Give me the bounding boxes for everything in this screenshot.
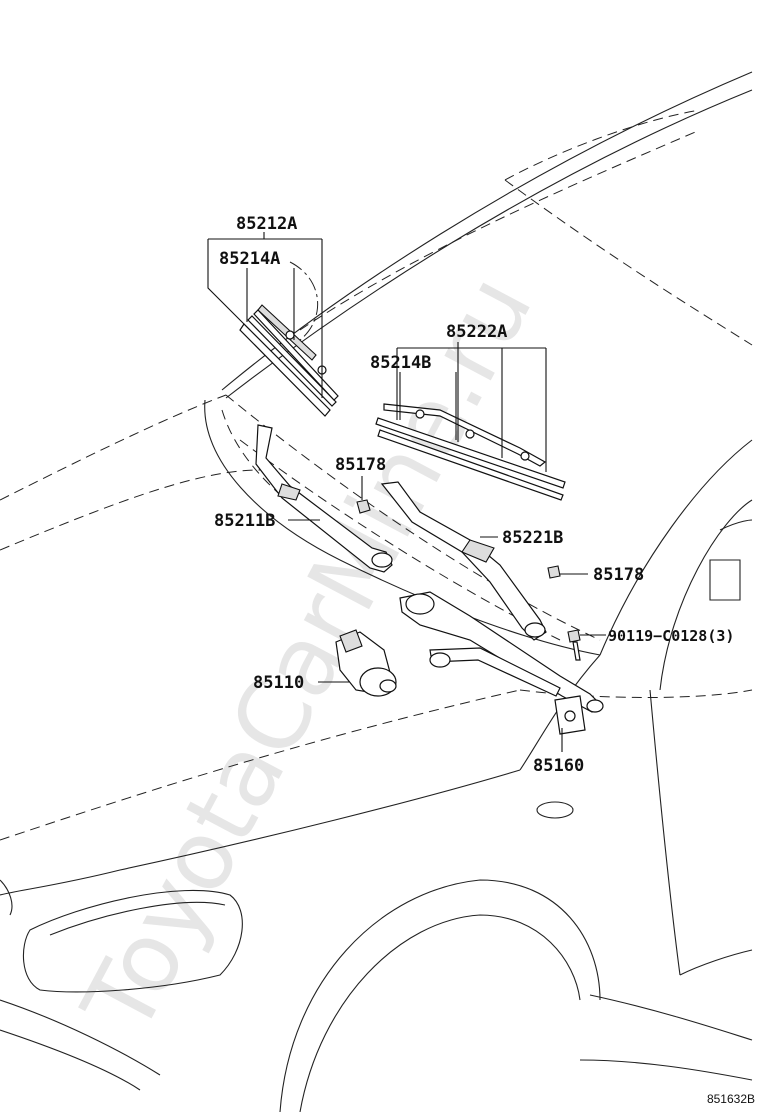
cap-nut-left	[356, 499, 371, 514]
label-85214A: 85214A	[219, 249, 280, 269]
label-85110: 85110	[253, 673, 304, 693]
left-wiper-arm	[255, 424, 393, 573]
bolt	[567, 629, 581, 661]
label-85221B: 85221B	[502, 528, 563, 548]
label-85222A: 85222A	[446, 322, 507, 342]
label-85178-left: 85178	[335, 455, 386, 475]
label-90119-C0128: 90119−C0128(3)	[608, 627, 734, 645]
cap-nut-right	[547, 565, 561, 579]
label-85160: 85160	[533, 756, 584, 776]
label-85178-right: 85178	[593, 565, 644, 585]
label-85214B: 85214B	[370, 353, 431, 373]
wiper-link-assembly	[399, 591, 604, 735]
right-wiper-arm	[380, 481, 547, 641]
label-85212A: 85212A	[236, 214, 297, 234]
diagram-reference: 851632B	[707, 1092, 755, 1106]
wiper-motor	[335, 629, 397, 697]
leader-lines	[207, 232, 606, 752]
front-wiper-blade	[239, 261, 339, 417]
label-85211B: 85211B	[214, 511, 275, 531]
